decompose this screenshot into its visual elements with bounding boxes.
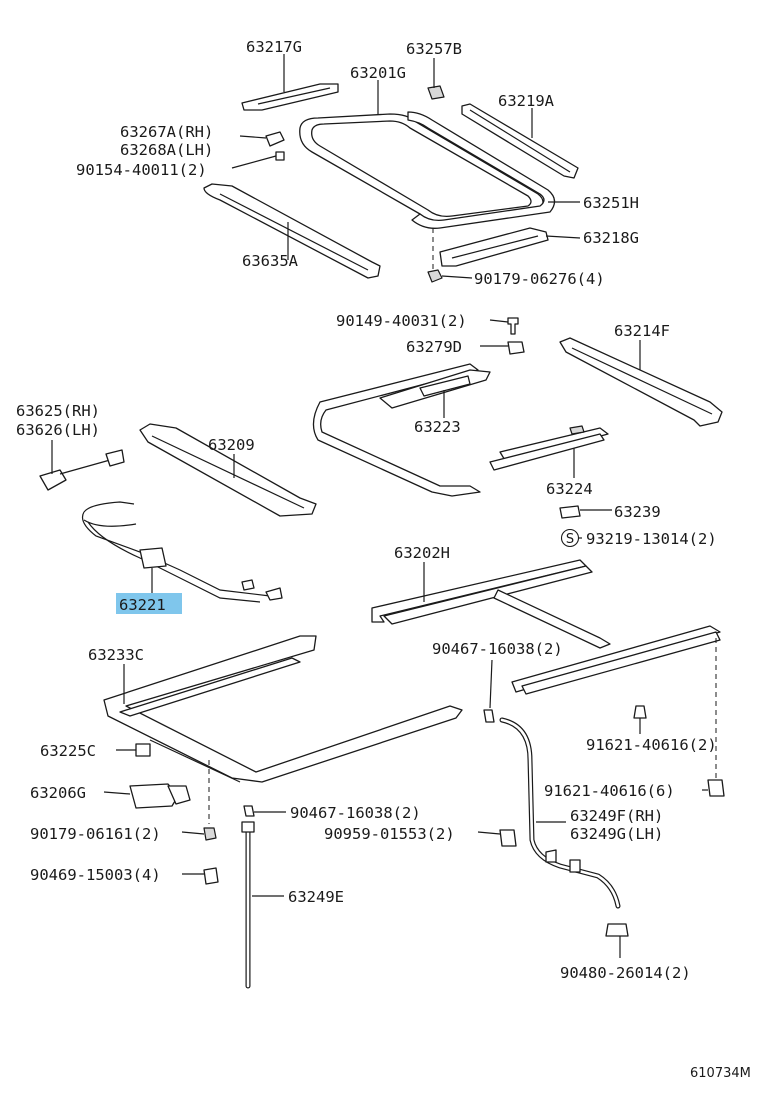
label-93219[interactable]: 93219-13014(2) [586,530,717,548]
label-63635A[interactable]: 63635A [242,252,299,270]
part-63217G-drawing [241,83,339,111]
part-63224-drawing [489,425,609,471]
label-90179a[interactable]: 90179-06276(4) [474,270,605,288]
part-63221-drawing [81,501,283,603]
label-63625[interactable]: 63625(RH) [16,402,100,420]
leader-lines [51,54,708,958]
part-90467a-drawing [483,709,495,723]
part-90480-drawing [605,923,629,937]
label-63249E[interactable]: 63249E [288,888,344,906]
label-63202H[interactable]: 63202H [394,544,450,562]
label-91621b[interactable]: 91621-40616(6) [544,782,675,800]
label-63201G[interactable]: 63201G [350,64,406,82]
label-63268A[interactable]: 63268A(LH) [120,141,213,159]
part-63249F-drawing [499,717,621,909]
part-63279D-drawing [507,341,525,355]
label-90154[interactable]: 90154-40011(2) [76,161,207,179]
label-90179b[interactable]: 90179-06161(2) [30,825,161,843]
label-63223[interactable]: 63223 [414,418,461,436]
part-90154-drawing [275,151,285,161]
label-63209[interactable]: 63209 [208,436,255,454]
part-90179a-drawing [427,269,443,283]
label-63267A[interactable]: 63267A(RH) [120,123,213,141]
label-90469[interactable]: 90469-15003(4) [30,866,161,884]
label-63221[interactable]: 63221 [119,596,166,614]
part-91621a-drawing [633,705,647,719]
label-63218G[interactable]: 63218G [583,229,639,247]
part-90959-drawing [499,829,517,847]
part-91621b-drawing [707,779,725,797]
part-63239-drawing [559,505,581,519]
label-63626[interactable]: 63626(LH) [16,421,100,439]
label-63225C[interactable]: 63225C [40,742,96,760]
label-63251H[interactable]: 63251H [583,194,639,212]
part-63223-drawing [312,363,491,497]
label-63249F[interactable]: 63249F(RH) [570,807,663,825]
label-63219A[interactable]: 63219A [498,92,555,110]
part-63251H-drawing [407,111,556,229]
part-63257B-drawing [427,85,445,100]
part-90467b-drawing [243,805,255,817]
part-90179b-drawing [203,827,217,841]
label-90467b[interactable]: 90467-16038(2) [290,804,421,822]
label-63206G[interactable]: 63206G [30,784,86,802]
part-63635A-drawing [203,183,381,279]
label-90959[interactable]: 90959-01553(2) [324,825,455,843]
s-mark-text: S [566,532,574,547]
part-63201G-drawing [299,113,544,223]
part-63218G-drawing [439,227,549,267]
label-63239[interactable]: 63239 [614,503,661,521]
part-63209-drawing [139,423,317,517]
label-90480[interactable]: 90480-26014(2) [560,964,691,982]
label-90149[interactable]: 90149-40031(2) [336,312,467,330]
figure-code: 610734M [690,1066,751,1081]
label-63224[interactable]: 63224 [546,480,593,498]
part-63202H-drawing [371,559,721,695]
part-63219A-drawing [461,103,579,179]
part-63249E-drawing [241,821,255,989]
highlight-box [116,593,182,614]
label-63257B[interactable]: 63257B [406,40,462,58]
label-90467a[interactable]: 90467-16038(2) [432,640,563,658]
part-63625-drawing [39,449,125,491]
label-91621a[interactable]: 91621-40616(2) [586,736,717,754]
part-63233C-drawing [103,635,463,783]
part-63225C-drawing [135,743,151,757]
part-63267A-drawing [265,131,285,147]
label-63249G[interactable]: 63249G(LH) [570,825,663,843]
part-90149-drawing [507,317,519,335]
s-mark-icon: S [560,528,580,548]
label-63279D[interactable]: 63279D [406,338,462,356]
part-63214F-drawing [559,337,723,427]
label-63217G[interactable]: 63217G [246,38,302,56]
label-63233C[interactable]: 63233C [88,646,144,664]
part-63206G-drawing [129,783,191,809]
part-90469-drawing [203,867,219,885]
label-63214F[interactable]: 63214F [614,322,670,340]
